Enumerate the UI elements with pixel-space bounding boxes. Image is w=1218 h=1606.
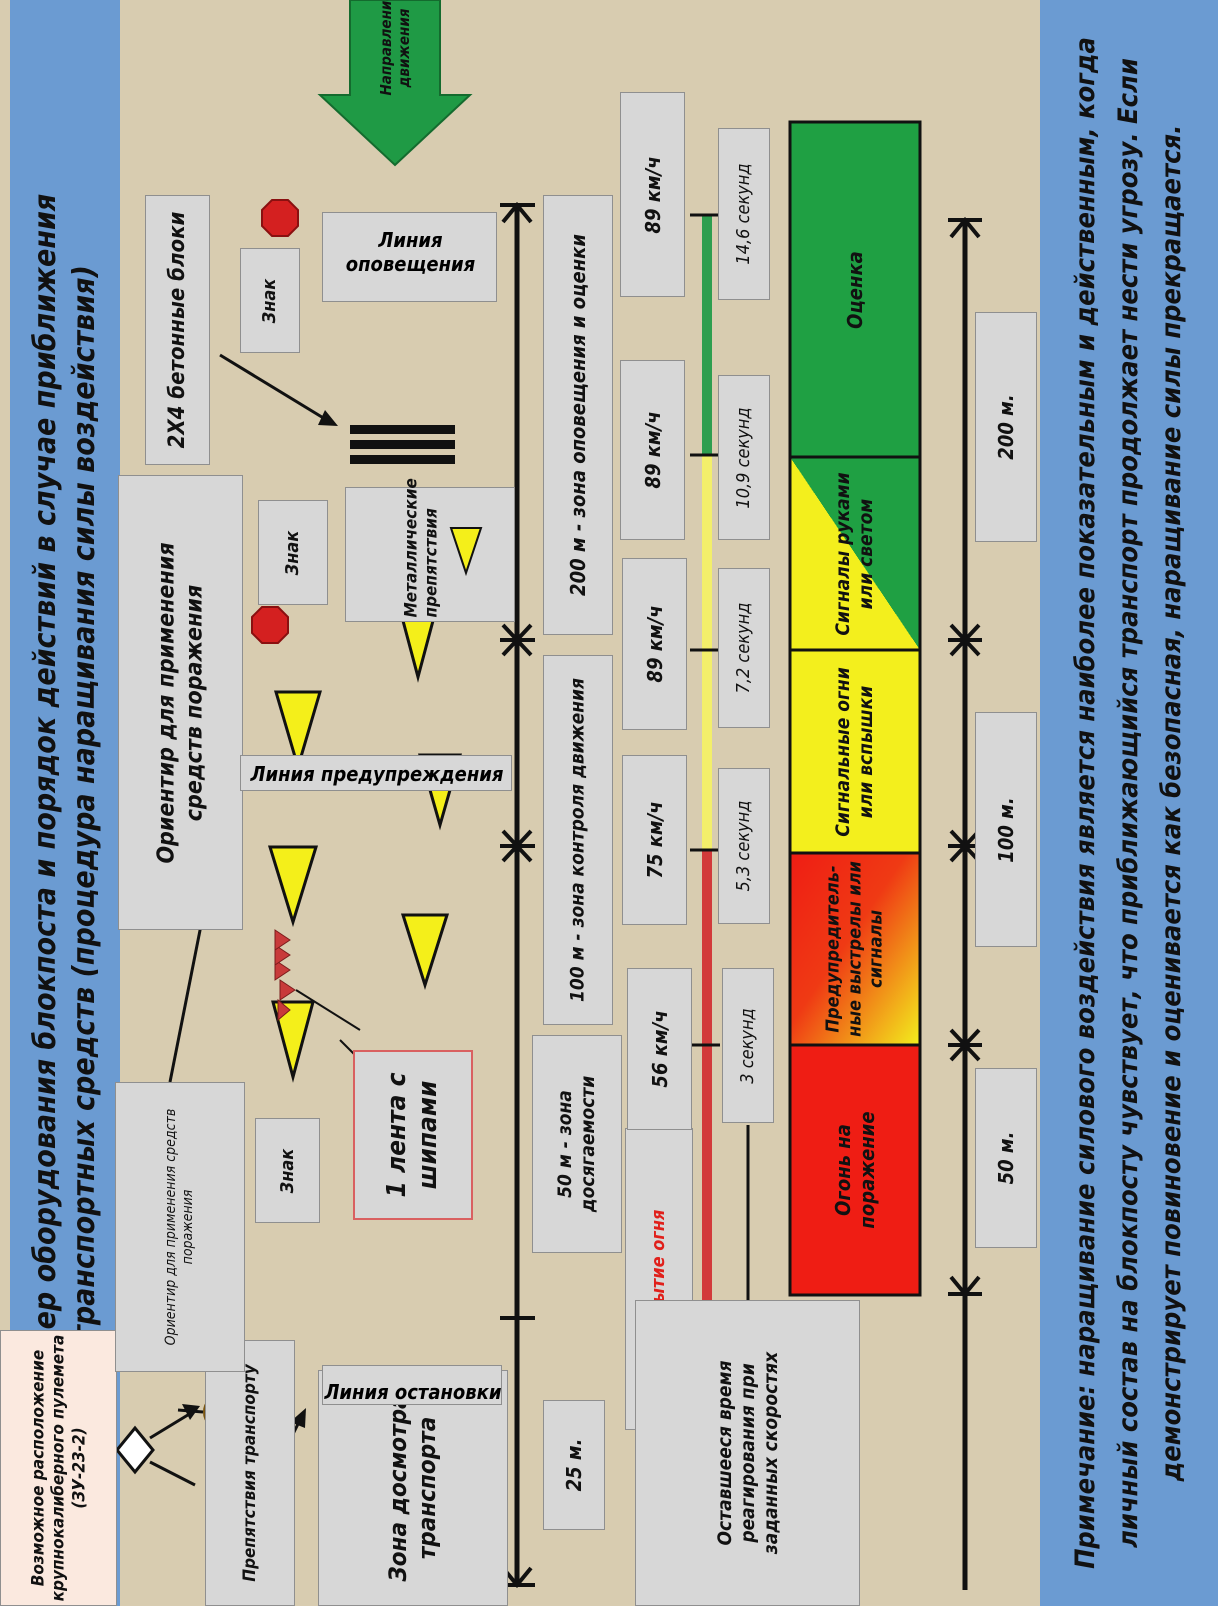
speed-bar-yellow [702,455,712,850]
sign-label-1: Знак [259,278,281,323]
stop-line-box: Линия остановки [322,1365,502,1405]
speed-label-2: 89 км/ч [640,411,665,489]
machine-gun-box: Возможное расположение крупнокалиберного… [0,1330,117,1606]
stop-sign-2 [251,606,289,644]
speed-bar-red [702,850,712,1415]
triangle-6 [400,913,450,991]
stage-fire [788,1043,922,1297]
stop-sign-1 [261,199,299,237]
time-label-2: 10,9 секунд [733,406,755,509]
speed-label-4: 75 км/ч [642,801,667,879]
reaction-time-label: Оставшееся время реагирования при заданн… [713,1351,781,1555]
stage-evaluation-text: Оценка [843,250,867,329]
direction-arrow [317,0,473,167]
sign-label-3: Знак [276,1148,298,1193]
speed-box-4: 75 км/ч [622,755,687,925]
dist-200-box: 200 м. [975,312,1037,542]
inspection-zone-box: Зона досмотра транспорта [318,1370,508,1606]
alert-line-box: Линия оповещения [322,212,497,302]
machine-gun-label: Возможное расположение крупнокалиберного… [27,1334,89,1602]
stop-line-label: Линия остановки [324,1380,502,1404]
concrete-blocks [350,425,455,464]
zone-200-label: 200 м - зона оповещения и оценки [566,234,590,596]
time-box-1: 14,6 секунд [718,128,770,300]
speed-box-3: 89 км/ч [622,558,687,730]
stage-flares-text: Сигнальные огни или вспышки [832,666,877,837]
speed-box-2: 89 км/ч [620,360,685,540]
speed-label-1: 89 км/ч [640,155,665,234]
speed-bar-green [702,215,712,455]
target-ref-large-label: Ориентир для применения средств поражени… [152,541,207,864]
spike-strip-box: 1 лента с шипами [353,1050,473,1220]
triangle-5 [267,845,319,928]
speed-box-1: 89 км/ч [620,92,685,297]
time-box-4: 5,3 секунд [718,768,770,924]
inspection-zone-label: Зона досмотра транспорта [384,1394,441,1582]
stage-hand-signals-text: Сигналы руками или светом [832,471,877,636]
machine-gun-marker [115,1425,155,1475]
zone-50-label: 50 м - зона досягаемости [554,1075,599,1213]
stage-fire-text: Огонь на поражение [831,1111,879,1229]
dist-25-label: 25 м. [562,1438,586,1492]
triangle-7 [271,1000,315,1083]
vehicle-obstacles-label: Препятствия транспорту [239,1364,260,1582]
speed-label-5: 56 км/ч [647,1010,672,1088]
reaction-time-box: Оставшееся время реагирования при заданн… [635,1300,860,1606]
sign-label-2: Знак [282,530,304,575]
spike-strip-label: 1 лента с шипами [381,1072,443,1198]
alert-line-label: Линия оповещения [345,228,476,276]
time-label-5: 3 секунд [737,1007,759,1084]
time-box-3: 7,2 секунд [718,568,770,728]
dist-100-box: 100 м. [975,712,1037,947]
note-band: Примечание: наращивание силового воздейс… [1040,0,1218,1606]
sign-box-1: Знак [240,248,300,353]
zone-50-box: 50 м - зона досягаемости [532,1035,622,1253]
stage-hand-signals [788,455,922,652]
stage-warning-shots-text: Предупредитель-ные выстрелы или сигналы [822,861,887,1037]
triangle-3 [273,690,323,773]
concrete-blocks-box: 2Х4 бетонные блоки [145,195,210,465]
time-label-4: 5,3 секунд [733,800,755,892]
zone-200-box: 200 м - зона оповещения и оценки [543,195,613,635]
target-ref-small-label: Ориентир для применения средств поражени… [163,1108,196,1346]
time-box-5: 3 секунд [722,968,774,1123]
dist-200-label: 200 м. [994,394,1018,460]
metal-obstacles-box: Металлические препятствия [345,478,515,622]
direction-label: Направление движения [377,0,413,95]
zone-100-box: 100 м - зона контроля движения [543,655,613,1025]
target-ref-large-box: Ориентир для применения средств поражени… [118,475,243,930]
dist-100-label: 100 м. [994,796,1018,863]
time-label-3: 7,2 секунд [733,602,755,694]
target-ref-small-box: Ориентир для применения средств поражени… [115,1082,245,1372]
dist-50-box: 50 м. [975,1068,1037,1248]
dist-50-label: 50 м. [994,1131,1018,1185]
vehicle-obstacles-box: Препятствия транспорту [205,1340,295,1606]
spike-strip-marks [274,929,296,1022]
dist-25-box: 25 м. [543,1400,605,1530]
speed-box-5: 56 км/ч [627,968,692,1130]
warning-line-box: Линия предупреждения [240,755,512,791]
stage-evaluation [788,120,922,459]
stage-flares [788,648,922,855]
warning-line-label: Линия предупреждения [250,762,504,786]
zone-100-label: 100 м - зона контроля движения [566,677,589,1003]
sign-box-3: Знак [255,1118,320,1223]
time-label-1: 14,6 секунд [733,163,755,265]
time-box-2: 10,9 секунд [718,375,770,540]
sign-box-2: Знак [258,500,328,605]
concrete-blocks-label: 2Х4 бетонные блоки [164,211,190,449]
speed-label-3: 89 км/ч [642,605,667,683]
